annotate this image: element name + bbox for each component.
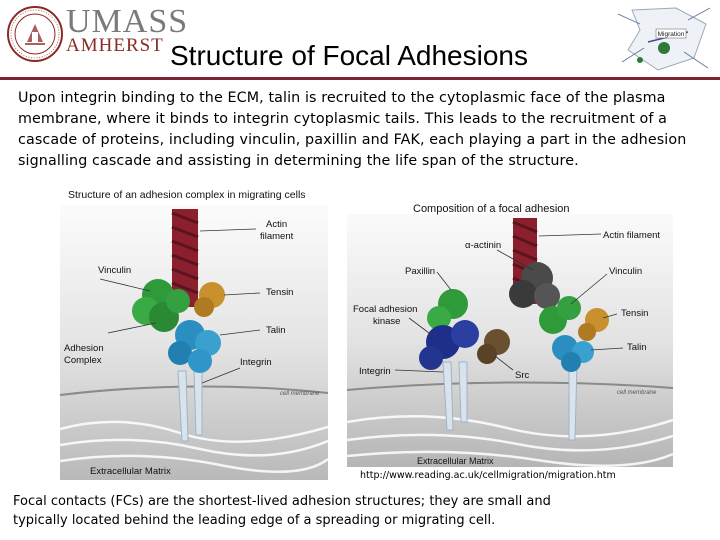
fig2-label-alpha-actinin: α-actinin	[465, 240, 501, 251]
fig1-label-tensin: Tensin	[266, 287, 293, 298]
fig1-label-integrin: Integrin	[240, 357, 272, 368]
fig1-label-adhesion-2: Complex	[64, 355, 102, 366]
page-title: Structure of Focal Adhesions	[170, 38, 528, 74]
logo-amherst: AMHERST	[66, 36, 164, 56]
fig2-label-fak-1: Focal adhesion	[353, 304, 417, 315]
fig1-label-membrane: cell membrane	[280, 391, 320, 397]
fig2-label-paxillin: Paxillin	[405, 266, 435, 277]
fig2-label-integrin: Integrin	[359, 366, 391, 377]
corner-label: Migration	[658, 31, 685, 38]
fig2-label-tensin: Tensin	[621, 308, 648, 319]
fig2-label-fak-2: kinase	[373, 316, 400, 327]
figure2-title: Composition of a focal adhesion	[413, 203, 570, 215]
fig2-label-membrane: cell membrane	[617, 390, 657, 396]
fig1-label-talin: Talin	[266, 325, 286, 336]
fig2-label-src: Src	[515, 370, 530, 381]
fig2-label-talin: Talin	[627, 342, 647, 353]
fig1-label-adhesion-1: Adhesion	[64, 343, 104, 354]
fig2-label-vinculin: Vinculin	[609, 266, 642, 277]
intro-paragraph: Upon integrin binding to the ECM, talin …	[18, 88, 708, 172]
fig1-label-ecm: Extracellular Matrix	[90, 466, 171, 477]
fig1-label-actin-1: Actin	[266, 219, 287, 230]
source-link[interactable]: http://www.reading.ac.uk/cellmigration/m…	[360, 470, 616, 481]
fig2-label-actin: Actin filament	[603, 230, 660, 241]
header-rule	[0, 77, 720, 80]
adhesion-complex-figure: Structure of an adhesion complex in migr…	[60, 183, 328, 480]
university-seal-icon	[7, 6, 63, 62]
figure1-title: Structure of an adhesion complex in migr…	[68, 189, 306, 201]
focal-adhesion-composition-figure: Composition of a focal adhesion	[347, 192, 673, 467]
fig1-label-vinculin: Vinculin	[98, 265, 131, 276]
footer-paragraph: Focal contacts (FCs) are the shortest-li…	[13, 492, 573, 530]
fig2-label-ecm: Extracellular Matrix	[417, 456, 494, 466]
migration-diagram-thumbnail: Migration	[618, 2, 714, 76]
fig1-label-actin-2: filament	[260, 231, 294, 242]
